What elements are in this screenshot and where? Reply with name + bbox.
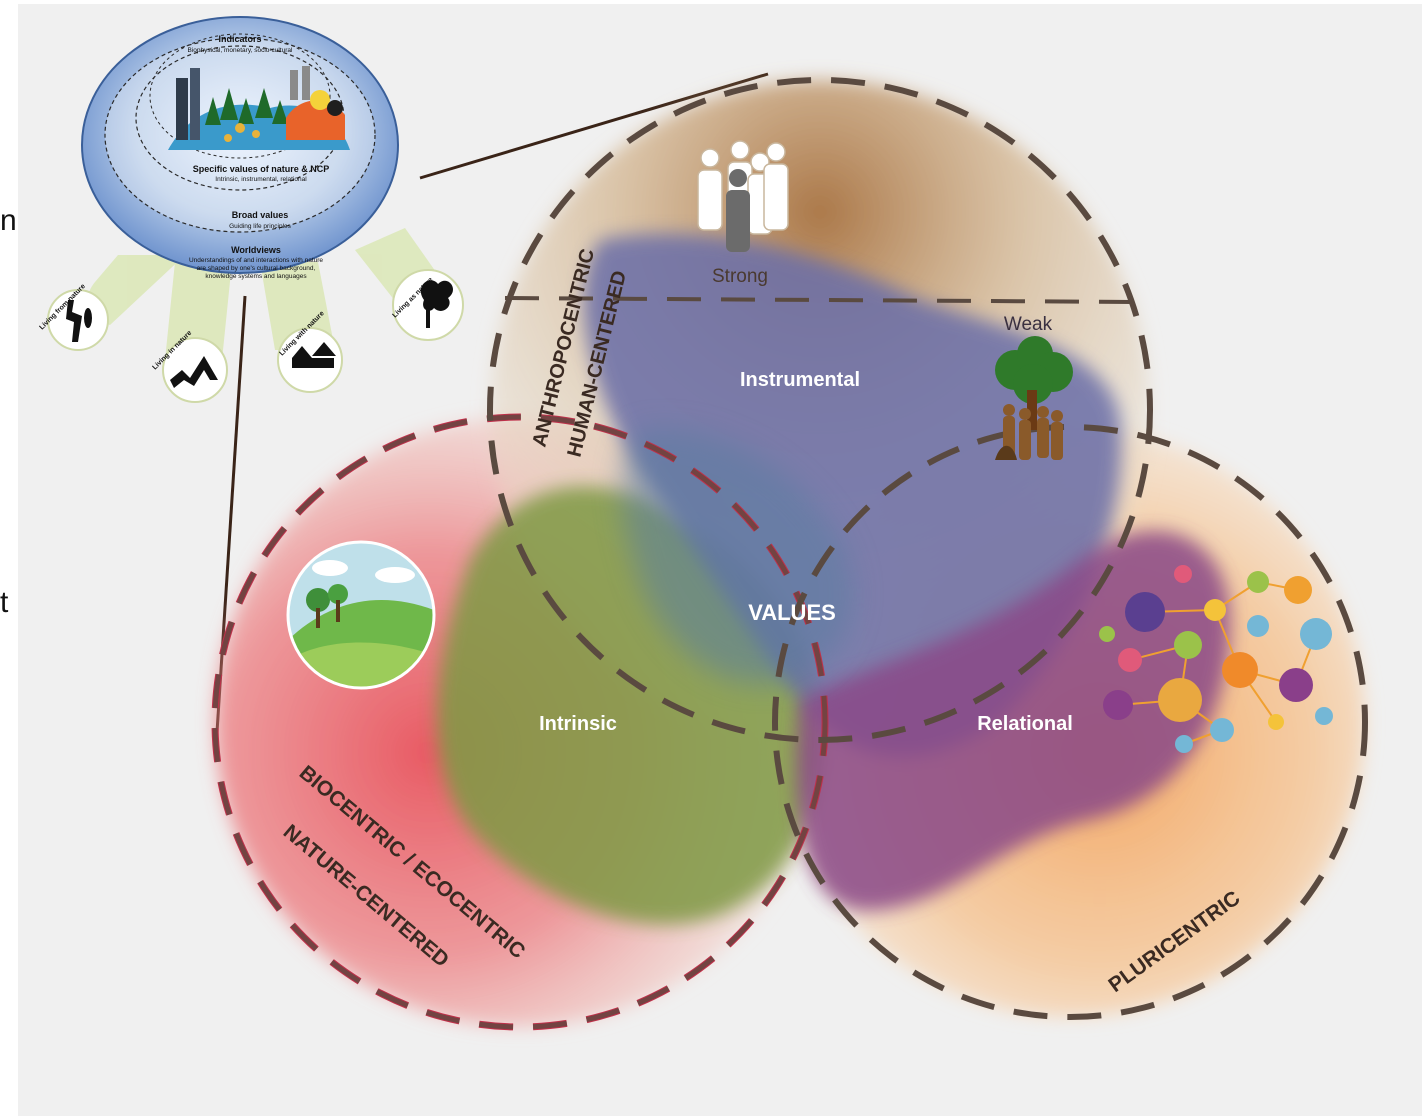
inset-worldviews-title: Worldviews [231, 245, 281, 255]
inset-worldviews-line3: knowledge systems and languages [205, 273, 307, 280]
inset-landscape-scene [168, 66, 350, 150]
inset-indicators-sub: Biophysical, monetary, socio-cultural [187, 47, 293, 54]
weak-label: Weak [1004, 314, 1053, 335]
edge-text-2: t [0, 586, 9, 619]
relational-network-icon [1099, 565, 1333, 753]
edge-text-1: n [0, 204, 17, 237]
strong-label: Strong [712, 266, 768, 287]
inset-broad-sub: Guiding life principles [229, 223, 292, 230]
landscape-icon [286, 540, 436, 690]
inset-worldviews-line1: Understandings of and interactions with … [189, 257, 323, 264]
inset-values-model: Indicators Biophysical, monetary, socio-… [38, 16, 464, 403]
values-center-label: VALUES [748, 600, 836, 625]
inset-specific-sub: Intrinsic, instrumental, relational [215, 176, 307, 183]
inset-worldviews-line2: are shaped by one's cultural background, [197, 265, 316, 272]
inset-broad-title: Broad values [232, 210, 289, 220]
intrinsic-label: Intrinsic [539, 713, 617, 735]
anthropocentric-circle-outline [487, 77, 1153, 743]
inset-specific-title: Specific values of nature & NCP [193, 164, 330, 174]
pluricentric-circle-outline [772, 424, 1368, 1020]
relational-value-region [796, 531, 1230, 911]
inset-indicators-title: Indicators [218, 34, 261, 44]
instrumental-label: Instrumental [740, 369, 860, 391]
tree-people-icon [995, 336, 1073, 460]
petal-living-in-nature [165, 262, 232, 360]
petal-icons [47, 269, 464, 403]
biocentric-circle-outline [212, 414, 828, 1030]
petal-living-from-nature [87, 255, 185, 325]
relational-label: Relational [977, 713, 1073, 735]
people-group-icon [697, 140, 789, 252]
